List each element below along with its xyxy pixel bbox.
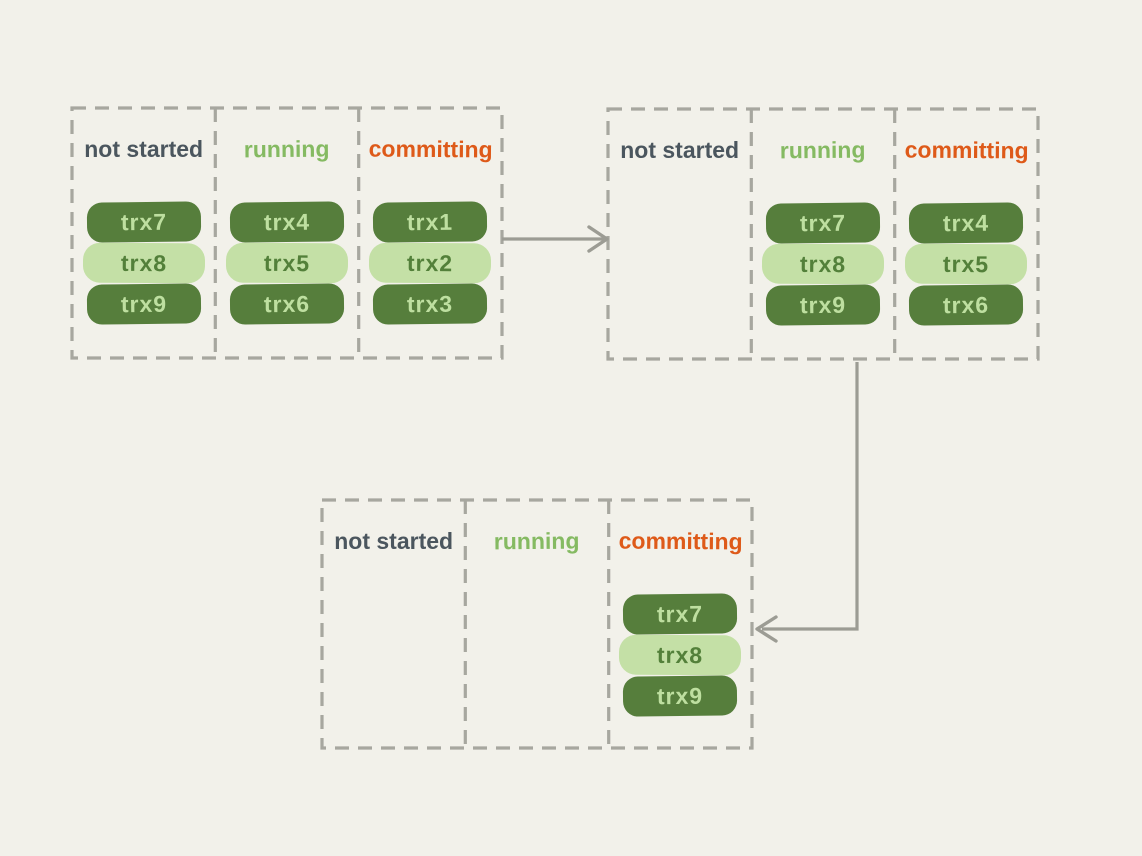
state-column-running: running	[465, 500, 608, 750]
arrow-left-head-icon	[755, 615, 778, 643]
transaction-pill: trx7	[765, 202, 881, 244]
transaction-pill: trx3	[373, 283, 488, 325]
state-label-running: running	[244, 135, 330, 163]
dashed-frame-stage-1	[70, 106, 504, 360]
transaction-pill: trx9	[623, 675, 738, 717]
transaction-pill: trx4	[229, 201, 345, 243]
state-column-not-started: not started	[608, 109, 751, 359]
transaction-pill: trx7	[86, 201, 201, 243]
dashed-frame-stage-3	[320, 498, 754, 750]
transaction-pill: trx1	[373, 201, 488, 243]
state-label-committing: committing	[904, 136, 1029, 164]
transaction-pill: trx2	[369, 242, 492, 284]
transaction-pill: trx8	[82, 242, 205, 284]
state-label-running: running	[494, 527, 580, 555]
arrow-down-left-icon	[762, 362, 859, 631]
state-label-not-started: not started	[84, 136, 204, 162]
transaction-pill: trx5	[225, 242, 349, 284]
state-label-committing: committing	[618, 527, 743, 555]
transaction-pill: trx5	[905, 243, 1028, 285]
state-label-not-started: not started	[334, 528, 454, 554]
state-label-running: running	[780, 136, 866, 164]
state-column-not-started: not started	[322, 500, 465, 750]
transaction-pill: trx9	[86, 283, 201, 325]
transaction-pill: trx6	[909, 284, 1024, 326]
state-label-committing: committing	[368, 135, 493, 163]
transaction-pill: trx8	[619, 634, 742, 676]
arrow-right-head-icon	[587, 225, 609, 253]
transaction-pill: trx6	[229, 283, 345, 325]
dashed-frame-stage-2	[606, 107, 1040, 361]
transaction-pill: trx4	[909, 202, 1024, 244]
transaction-pill: trx7	[623, 593, 738, 635]
transaction-pill: trx8	[761, 243, 885, 285]
transaction-pill: trx9	[765, 284, 881, 326]
state-label-not-started: not started	[620, 137, 740, 163]
